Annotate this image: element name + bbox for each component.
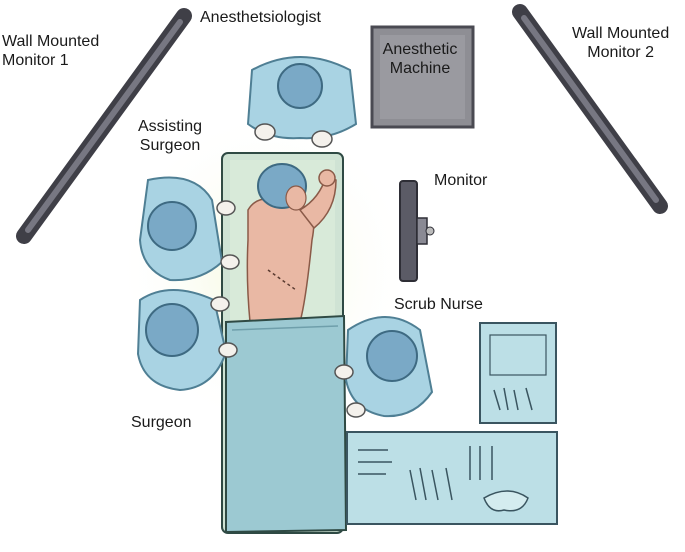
surgeon-label: Surgeon: [131, 413, 192, 432]
wall-monitor-2-label: Wall Mounted Monitor 2: [572, 24, 669, 62]
anesthetic-machine-label: Anesthetic Machine: [378, 40, 462, 78]
anesthetic-machine-label-line-2: Machine: [378, 59, 462, 78]
wall-monitor-2-label-line-2: Monitor 2: [572, 43, 669, 62]
anesthesiologist-label: Anesthetsiologist: [200, 8, 321, 27]
wall-monitor-1-label: Wall Mounted Monitor 1: [2, 32, 99, 70]
wall-monitor-1-label-line-2: Monitor 1: [2, 51, 99, 70]
wall-monitor-1-label-line-1: Wall Mounted: [2, 32, 99, 51]
monitor-label: Monitor: [434, 171, 487, 190]
instrument-tray-small: [480, 323, 556, 423]
assisting-surgeon-label: Assisting Surgeon: [138, 117, 202, 155]
surgical-drape: [226, 316, 346, 532]
instrument-tray-large: [347, 432, 557, 524]
assisting-surgeon-label-line-1: Assisting: [138, 117, 202, 136]
monitor-icon: [400, 181, 434, 281]
assisting-surgeon-label-line-2: Surgeon: [138, 136, 202, 155]
anesthetic-machine-label-line-1: Anesthetic: [378, 40, 462, 59]
wall-monitor-2-label-line-1: Wall Mounted: [572, 24, 669, 43]
scrub-nurse-label: Scrub Nurse: [394, 295, 483, 314]
